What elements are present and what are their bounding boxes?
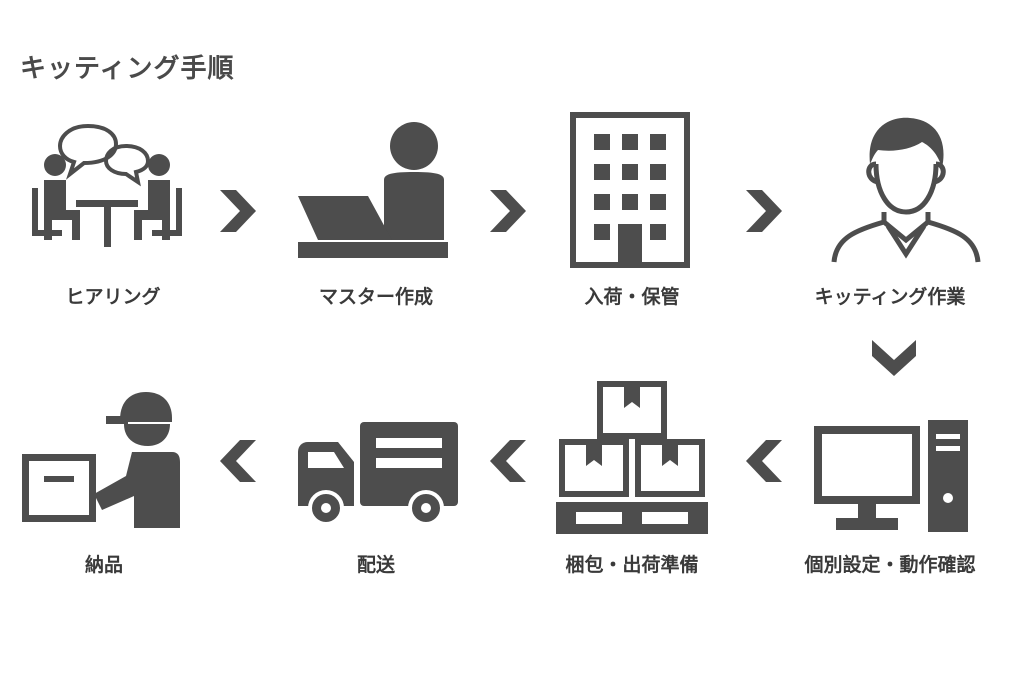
chevron-right-icon — [746, 190, 782, 232]
chevron-left-icon — [746, 440, 782, 482]
step-label-master: マスター作成 — [318, 286, 433, 308]
worker-person-icon — [831, 117, 981, 263]
truck-icon — [298, 422, 458, 526]
page-title: キッティング手順 — [20, 54, 235, 84]
step-label-handover: 納品 — [84, 554, 123, 576]
laptop-worker-icon — [298, 122, 448, 258]
chevron-left-icon — [220, 440, 256, 482]
meeting-icon — [32, 123, 182, 247]
building-icon — [570, 112, 690, 268]
desktop-pc-icon — [814, 420, 968, 532]
delivery-person-icon — [22, 392, 180, 528]
chevron-down-icon — [872, 340, 916, 376]
chevron-left-icon — [490, 440, 526, 482]
chevron-right-icon — [490, 190, 526, 232]
boxes-pallet-icon — [556, 381, 708, 534]
step-label-packing: 梱包・出荷準備 — [565, 554, 699, 576]
step-label-kitting: キッティング作業 — [814, 286, 966, 308]
step-label-delivery: 配送 — [356, 554, 395, 576]
chevron-right-icon — [220, 190, 256, 232]
step-label-storage: 入荷・保管 — [584, 286, 680, 308]
step-label-config: 個別設定・動作確認 — [804, 554, 976, 576]
step-label-hearing: ヒアリング — [65, 286, 161, 308]
